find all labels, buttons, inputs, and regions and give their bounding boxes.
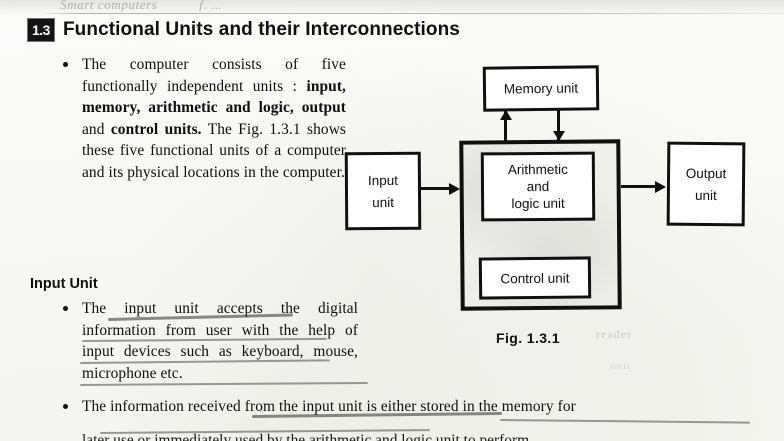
connector-input-to-cpu <box>421 187 455 190</box>
ghost-bleed-text: reader <box>596 327 632 341</box>
body-full-width: The information received from the input … <box>58 396 764 422</box>
list-item: The computer consists of five functional… <box>58 54 346 183</box>
ghost-bleed-text-2: unit <box>610 360 632 372</box>
input-label-line1: Input <box>367 172 398 188</box>
output-label-line2: unit <box>694 187 717 203</box>
section-number-badge: 1.3 <box>28 19 54 41</box>
diagram-box-output-unit: Output unit <box>666 141 746 227</box>
paragraph-info-received: The information received from the input … <box>82 398 576 415</box>
list-item: The input unit accepts the digital infor… <box>58 298 358 384</box>
list-item: The information received from the input … <box>58 396 764 418</box>
paragraph-input-accepts: The input unit accepts the digital infor… <box>82 300 358 382</box>
bullet-dot-icon <box>63 404 68 409</box>
diagram-box-memory-unit: Memory unit <box>482 65 600 112</box>
connector-cpu-to-memory <box>504 111 507 142</box>
arrowhead-input-to-cpu <box>449 182 460 195</box>
page-title: Functional Units and their Interconnecti… <box>62 19 460 40</box>
body-column-left: The computer consists of five functional… <box>58 54 346 187</box>
bullet-dot-icon <box>63 62 68 67</box>
arrowhead-cpu-to-memory <box>499 110 512 120</box>
alu-label-line1: Arithmetic <box>507 161 568 178</box>
paragraph-five-units: The computer consists of five functional… <box>82 56 346 181</box>
input-label-line2: unit <box>372 194 395 210</box>
clipped-bottom-line: later use or immediately used by the ari… <box>82 432 530 441</box>
connector-cpu-to-output <box>621 185 659 188</box>
arrowhead-cpu-to-output <box>655 180 666 193</box>
diagram-box-control-unit: Control unit <box>478 256 592 300</box>
cut-off-header-right: f. ... <box>199 0 223 12</box>
arrowhead-memory-to-cpu <box>552 131 565 141</box>
output-label-line1: Output <box>685 165 727 181</box>
cut-off-header-left: Smart computers <box>60 0 158 12</box>
diagram-box-cpu-enclosure <box>459 139 622 311</box>
alu-label-line3: logic unit <box>511 195 565 212</box>
body-column-left-2: The input unit accepts the digital infor… <box>58 298 358 388</box>
alu-label-line2: and <box>526 178 550 195</box>
diagram-box-arithmetic-logic-unit: Arithmetic and logic unit <box>480 151 596 222</box>
cut-off-header: Smart computers f. ... <box>60 0 390 13</box>
figure-caption: Fig. 1.3.1 <box>496 330 560 346</box>
subheading-input-unit: Input Unit <box>30 276 98 292</box>
diagram-box-input-unit: Input unit <box>344 151 422 231</box>
connector-memory-to-cpu <box>557 110 560 141</box>
header-rule <box>36 13 784 14</box>
section-heading: 1.3 Functional Units and their Interconn… <box>28 19 460 41</box>
bullet-dot-icon <box>63 306 68 311</box>
